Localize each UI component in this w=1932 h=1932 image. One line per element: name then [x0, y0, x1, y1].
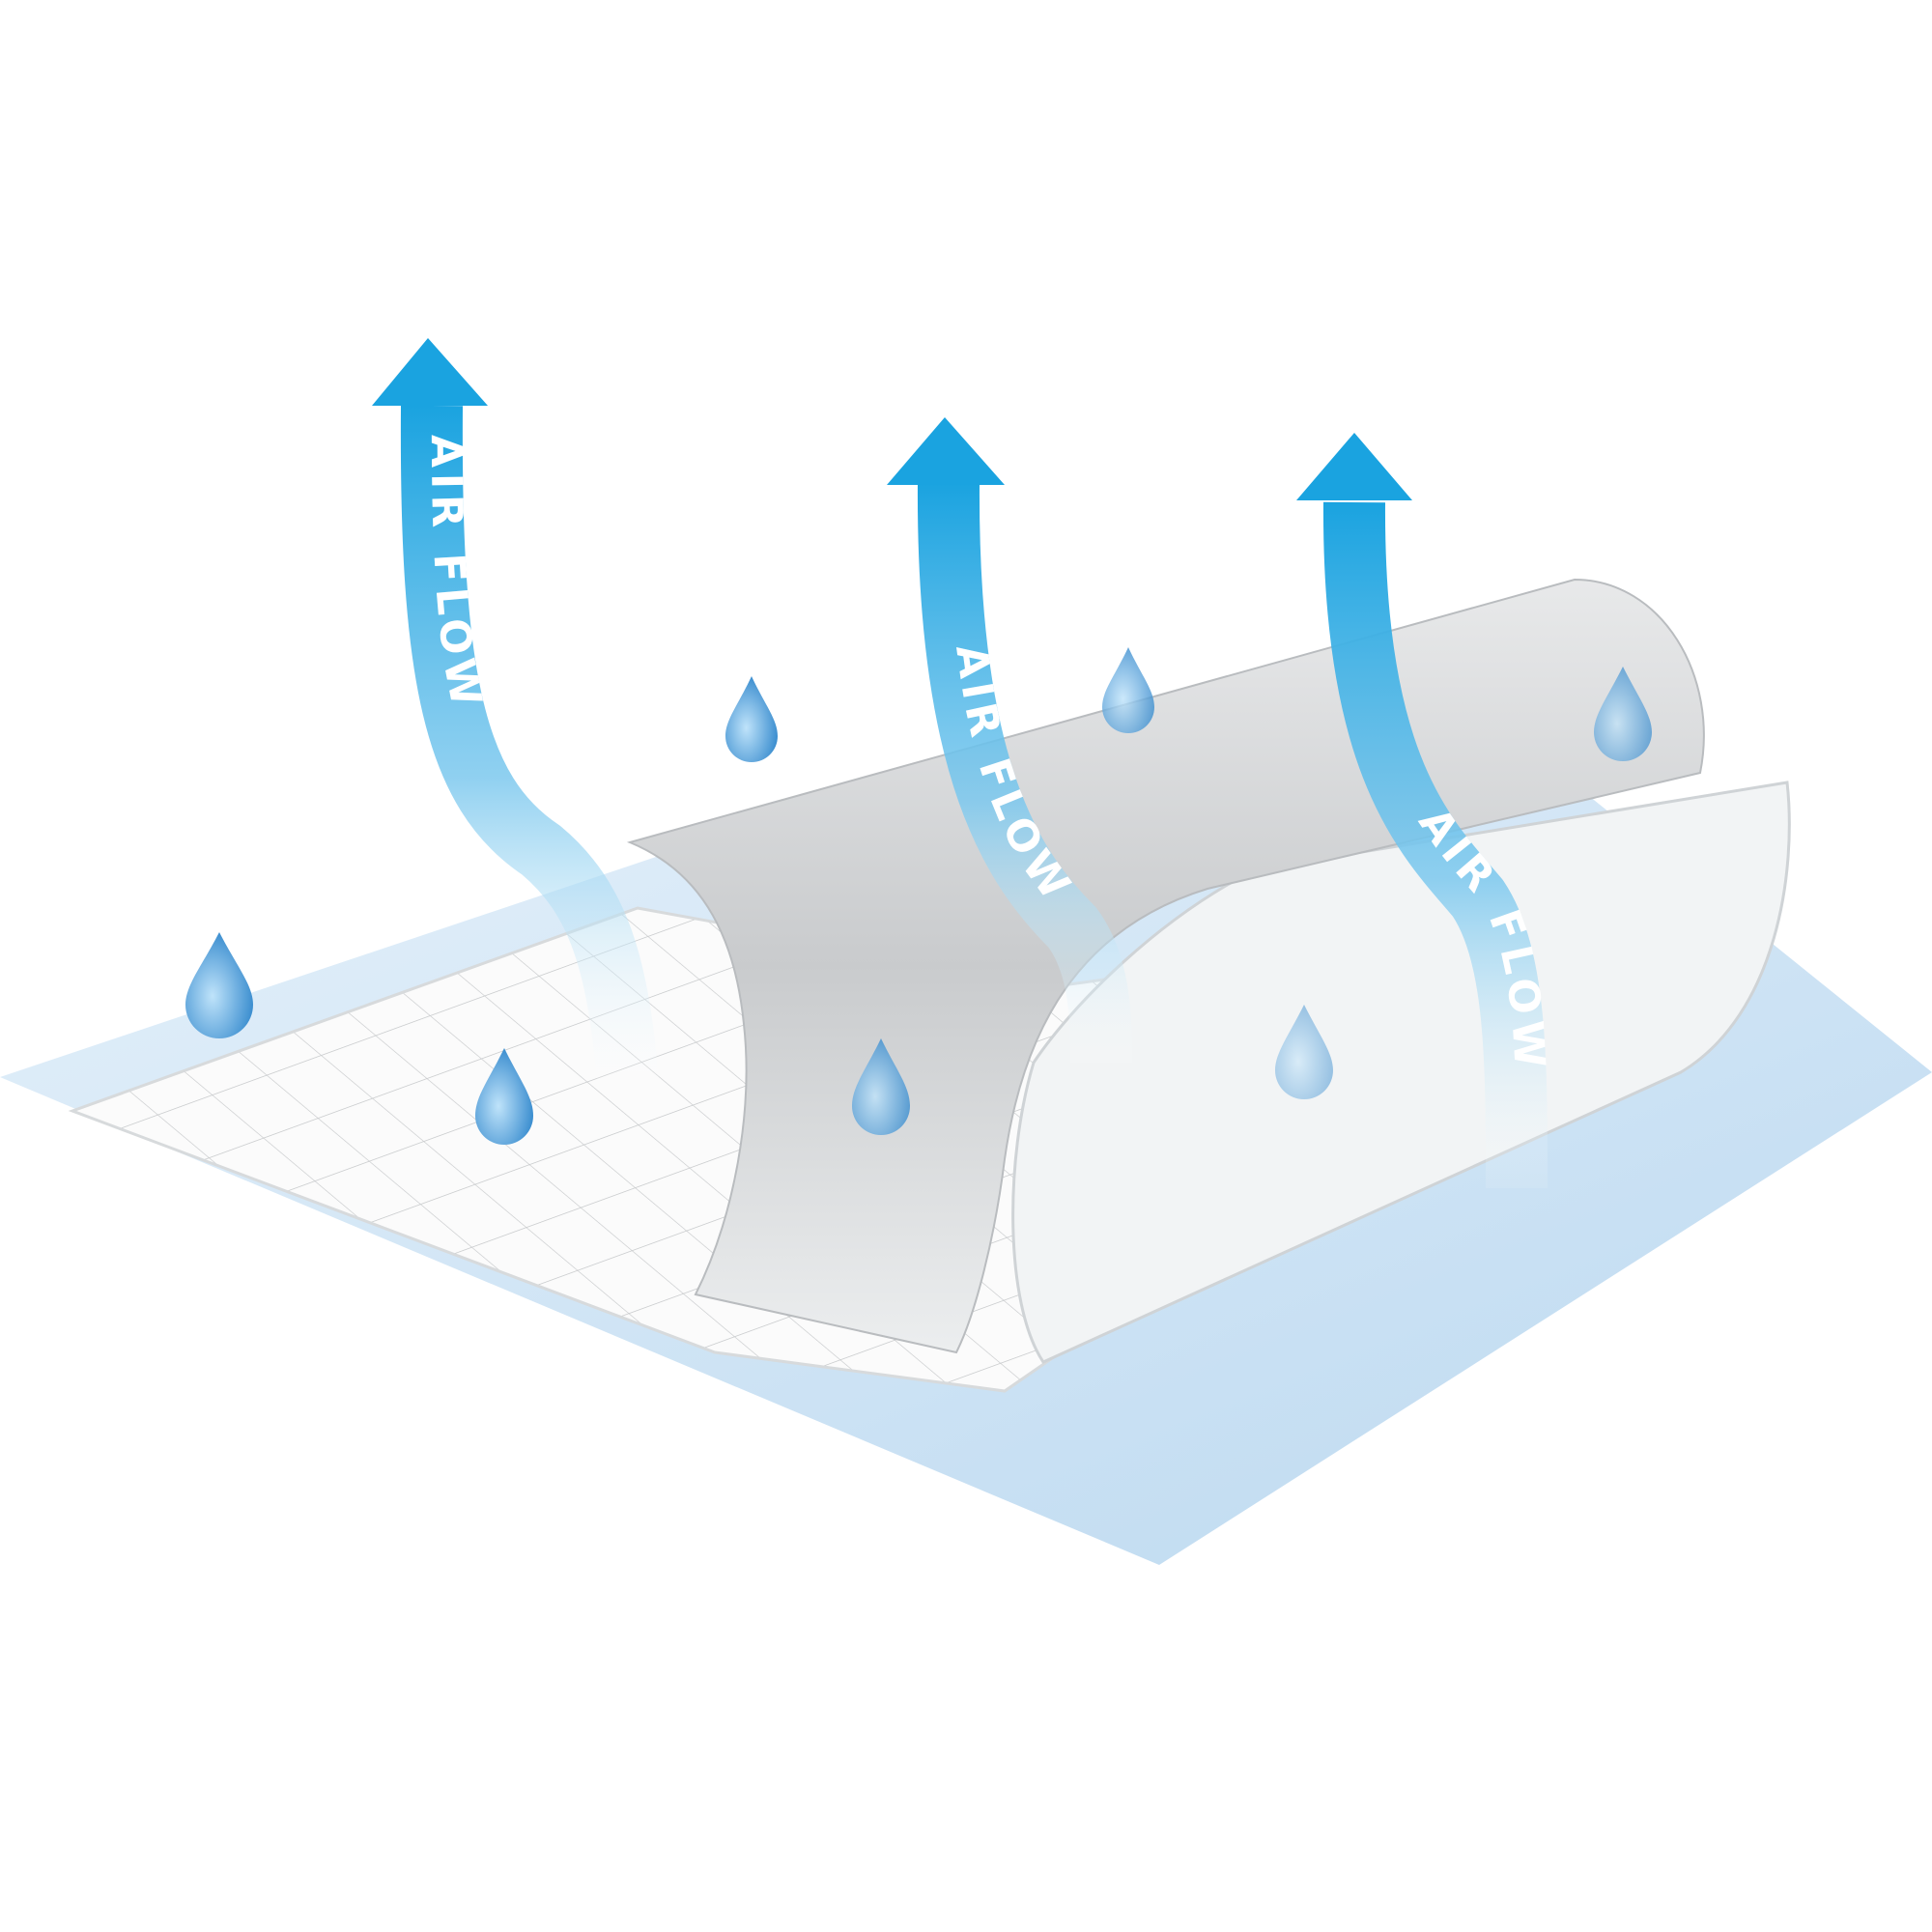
droplet-icon	[725, 676, 778, 762]
droplets	[185, 647, 1652, 1145]
gray-curl-sheet	[626, 578, 1705, 1354]
droplet-icon	[852, 1038, 910, 1135]
arrow-head-icon	[887, 417, 1005, 485]
droplet-icon	[475, 1048, 533, 1145]
droplet-icon	[185, 932, 253, 1038]
droplet-icon	[1594, 667, 1652, 761]
arrow-head-icon	[1296, 433, 1412, 500]
droplet-icon	[1275, 1005, 1333, 1099]
droplet-icon	[1102, 647, 1154, 733]
white-curl-sheet	[1011, 781, 1791, 1364]
arrow-head-icon	[372, 338, 488, 406]
